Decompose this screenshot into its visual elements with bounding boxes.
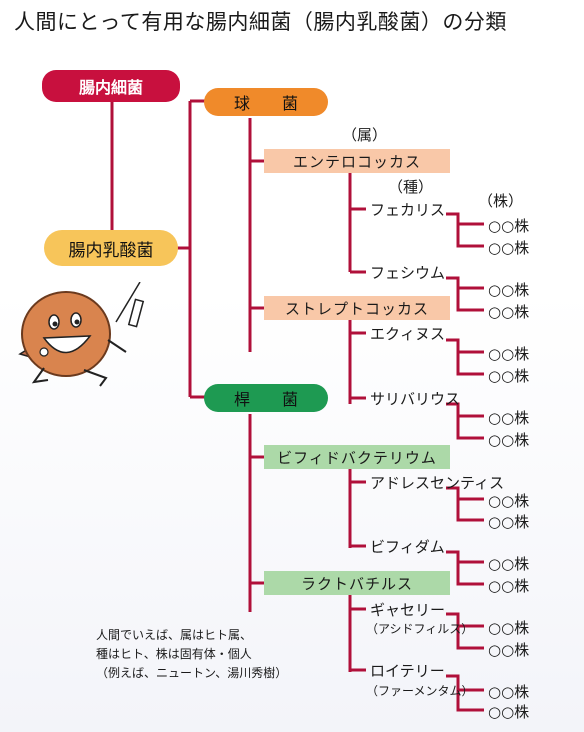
strain-item: ○○株 (488, 683, 530, 701)
species-adolescentis: アドレスセンティス (370, 474, 505, 492)
cocci-node: 球 菌 (204, 88, 328, 116)
lactic-node: 腸内乳酸菌 (44, 230, 178, 266)
species-faecium: フェシウム (370, 264, 446, 282)
note-line-2: 種はヒト、株は固有体・個人 (96, 647, 252, 661)
strain-item: ○○株 (488, 619, 530, 637)
species-equinus: エクィヌス (370, 325, 446, 343)
bacilli-node: 桿 菌 (204, 384, 328, 412)
genus-streptococcus: ストレプトコッカス (264, 296, 450, 320)
lactic-label: 腸内乳酸菌 (68, 240, 154, 261)
strain-item: ○○株 (488, 703, 530, 721)
page-title: 人間にとって有用な腸内細菌（腸内乳酸菌）の分類 (14, 10, 507, 34)
strain-item: ○○株 (488, 513, 530, 531)
strain-item: ○○株 (488, 555, 530, 573)
root-node-intestinal-bacteria: 腸内細菌 (42, 70, 180, 102)
genus-bifidobacterium: ビフィドバクテリウム (264, 445, 450, 469)
species-gasseri-sub: （アシドフィルス） (366, 622, 474, 636)
strain-item: ○○株 (488, 281, 530, 299)
species-reuteri-sub: （ファーメンタム） (366, 684, 474, 698)
cocci-label: 球 菌 (233, 94, 298, 113)
strain-item: ○○株 (488, 303, 530, 321)
note-line-3: （例えば、ニュートン、湯川秀樹） (96, 666, 288, 680)
note-line-1: 人間でいえば、属はヒト属、 (96, 628, 253, 642)
strain-item: ○○株 (488, 367, 530, 385)
species-reuteri: ロイテリー (370, 662, 445, 680)
strain-item: ○○株 (488, 239, 530, 257)
strain-item: ○○株 (488, 577, 530, 595)
strain-item: ○○株 (488, 217, 530, 235)
species-gasseri: ギャセリー (370, 601, 446, 619)
strain-item: ○○株 (488, 492, 530, 510)
strain-item: ○○株 (488, 345, 530, 363)
species-bifidum: ビフィダム (370, 538, 445, 556)
genus-lactobacillus: ラクトバチルス (264, 571, 450, 595)
species-faecalis: フェカリス (370, 201, 446, 219)
root-label: 腸内細菌 (78, 78, 143, 97)
strain-header: （株） (478, 192, 524, 210)
genus-header: （属） (342, 126, 388, 144)
genus-enterococcus: エンテロコッカス (264, 149, 450, 173)
strain-item: ○○株 (488, 431, 530, 449)
strain-item: ○○株 (488, 409, 530, 427)
strain-item: ○○株 (488, 641, 530, 659)
explanation-note: 人間でいえば、属はヒト属、 種はヒト、株は固有体・個人 （例えば、ニュートン、湯… (96, 626, 287, 683)
species-salivarius: サリバリウス (370, 390, 461, 408)
bacilli-label: 桿 菌 (233, 390, 298, 409)
species-header: （種） (388, 178, 434, 196)
mascot-illustration (18, 282, 145, 387)
